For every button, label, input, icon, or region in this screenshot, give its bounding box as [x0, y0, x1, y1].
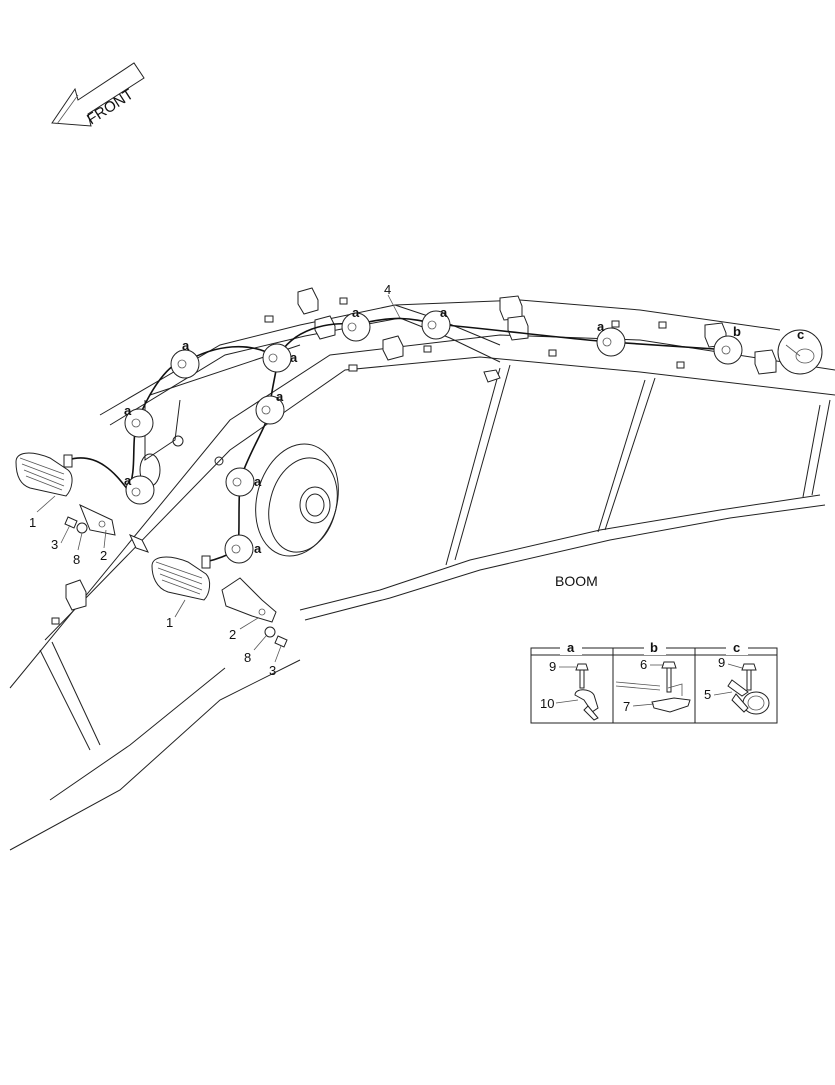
clip-letter: a: [276, 389, 284, 404]
washer-icon: [264, 626, 276, 638]
bracket-icon: [79, 504, 116, 536]
clip-circle-a: a: [225, 467, 262, 497]
clip-letter: c: [797, 327, 804, 342]
boom-structure: [9, 287, 835, 851]
clip-letter: a: [254, 474, 262, 489]
clip-letter: a: [124, 403, 132, 418]
panel-a-bottom-callout: 10: [540, 696, 554, 711]
detail-panel-b: b 6 7: [615, 640, 691, 714]
detail-panel-a: a 9 10: [540, 640, 599, 721]
clip-locations: a a a a a a a a a a b c: [124, 305, 823, 564]
bolt-icon: [661, 661, 677, 693]
clip-letter: a: [440, 305, 448, 320]
clip-letter: a: [182, 338, 190, 353]
clip-circle-a: a: [596, 319, 626, 357]
wire-callout: 4: [384, 282, 391, 297]
clip-letter: a: [290, 350, 298, 365]
bolt-icon: [575, 663, 589, 689]
front-label: FRONT: [84, 86, 137, 128]
left-bolt-callout: 3: [51, 537, 58, 552]
wire-harness: 4: [67, 282, 731, 563]
bracket-icon: [221, 577, 277, 623]
clip-letter: a: [124, 473, 132, 488]
detail-table: a 9 10 b: [530, 640, 778, 724]
right-washer-callout: 8: [244, 650, 251, 665]
clip-circle-a: a: [170, 338, 200, 379]
clip-letter: b: [733, 324, 741, 339]
right-bracket-callout: 2: [229, 627, 236, 642]
washer-icon: [76, 522, 88, 534]
clip-letter: a: [597, 319, 605, 334]
clip-circle-a: a: [341, 305, 371, 342]
left-lamp-callout: 1: [29, 515, 36, 530]
clip-circle-a: a: [262, 343, 298, 373]
clip-circle-a: a: [124, 403, 154, 438]
panel-b-top-callout: 6: [640, 657, 647, 672]
clip-letter: a: [254, 541, 262, 556]
clip-circle-b: b: [713, 324, 743, 365]
panel-header: c: [733, 640, 740, 655]
bolt-icon: [64, 516, 78, 529]
clip-circle-a: a: [224, 534, 262, 564]
bolt-icon: [741, 663, 757, 691]
panel-a-top-callout: 9: [549, 659, 556, 674]
panel-c-bottom-callout: 5: [704, 687, 711, 702]
clip-circle-a: a: [255, 389, 285, 425]
left-bracket-callout: 2: [100, 548, 107, 563]
front-arrow-icon: FRONT: [51, 62, 145, 128]
clip-circle-c: c: [777, 327, 823, 375]
clip-circle-a: a: [421, 305, 451, 340]
panel-header: b: [650, 640, 658, 655]
clip-letter: a: [352, 305, 360, 320]
panel-c-top-callout: 9: [718, 655, 725, 670]
panel-header: a: [567, 640, 575, 655]
right-lamp-callout: 1: [166, 615, 173, 630]
bracket-icon: [651, 683, 691, 713]
right-bolt-callout: 3: [269, 663, 276, 678]
work-lamp-icon: [15, 452, 73, 497]
clip-circle-a: a: [124, 473, 155, 505]
clamp-icon: [727, 679, 770, 715]
detail-panel-c: c 9 5: [704, 640, 770, 715]
panel-b-bottom-callout: 7: [623, 699, 630, 714]
left-light-assembly: 1 3 8 2: [15, 452, 149, 567]
bolt-icon: [274, 635, 288, 648]
right-light-assembly: 1 2 8 3: [151, 555, 288, 678]
left-washer-callout: 8: [73, 552, 80, 567]
work-lamp-icon: [151, 555, 211, 601]
clamp-icon: [574, 689, 599, 721]
boom-label: BOOM: [555, 573, 598, 589]
